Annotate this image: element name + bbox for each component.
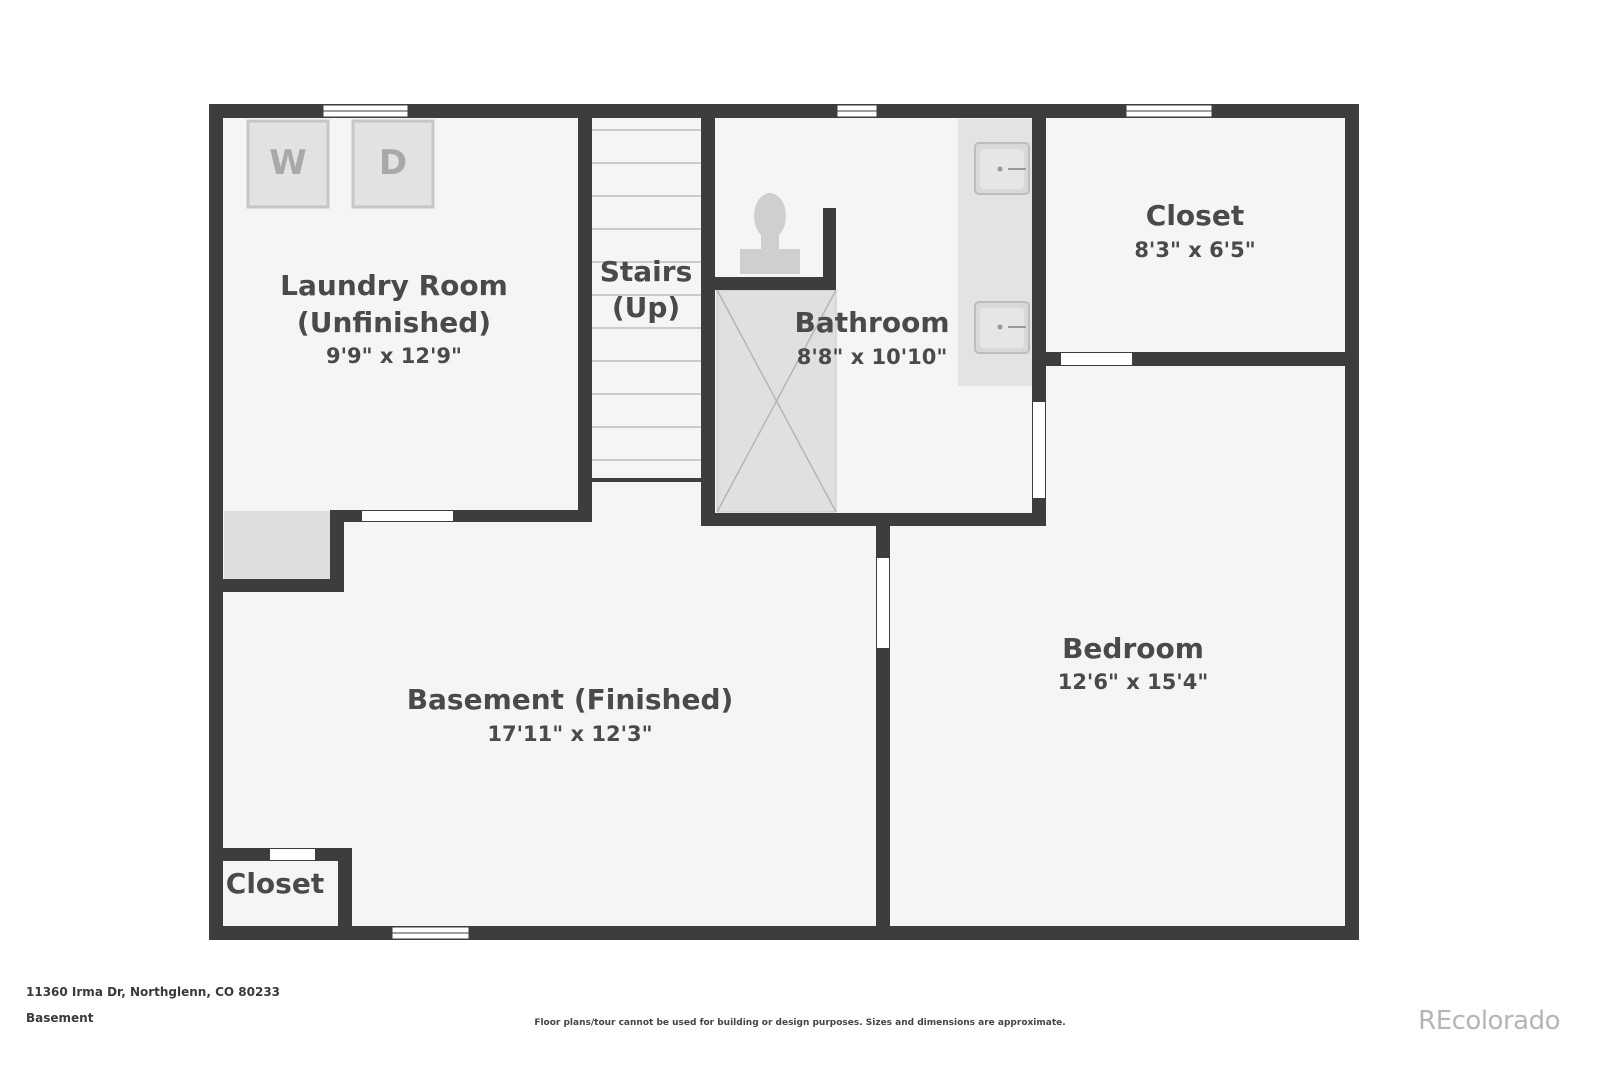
bathroom-dims: 8'8" x 10'10" (797, 345, 948, 369)
doorways (270, 353, 1132, 860)
vanity (958, 119, 1032, 386)
sink-icon (974, 142, 1030, 195)
stairs-label: Stairs (600, 255, 693, 288)
laundry-room-sublabel: (Unfinished) (297, 306, 491, 339)
walls (209, 104, 1359, 940)
bedroom-dims: 12'6" x 15'4" (1058, 670, 1209, 694)
window-icon (1125, 104, 1213, 118)
stair-treads (592, 129, 701, 461)
closet-lower-label: Closet (226, 867, 324, 900)
window-icon (322, 104, 409, 118)
laundry-room-dims: 9'9" x 12'9" (326, 344, 462, 368)
svg-text:D: D (379, 143, 407, 183)
toilet-icon (740, 193, 800, 274)
shower (716, 289, 837, 513)
disclaimer-text: Floor plans/tour cannot be used for buil… (534, 1018, 1066, 1028)
bedroom-label: Bedroom (1062, 632, 1204, 665)
svg-text:W: W (269, 143, 307, 183)
laundry-room-label: Laundry Room (280, 269, 508, 302)
floor-level-label: Basement (26, 1011, 94, 1025)
window-icon (836, 104, 878, 118)
closet-upper-dims: 8'3" x 6'5" (1134, 238, 1255, 262)
washer-icon: W (246, 119, 330, 209)
utility-block (224, 511, 330, 579)
property-address: 11360 Irma Dr, Northglenn, CO 80233 (26, 985, 281, 999)
basement-dims: 17'11" x 12'3" (487, 722, 652, 746)
closet-upper-label: Closet (1146, 199, 1244, 232)
bathroom-label: Bathroom (794, 306, 949, 339)
stairs-sublabel: (Up) (612, 291, 680, 324)
dryer-icon: D (351, 119, 435, 209)
window-icon (391, 926, 470, 940)
brand-logo: REcolorado (1418, 1006, 1560, 1036)
basement-label: Basement (Finished) (407, 683, 734, 716)
sink-icon (974, 301, 1030, 354)
